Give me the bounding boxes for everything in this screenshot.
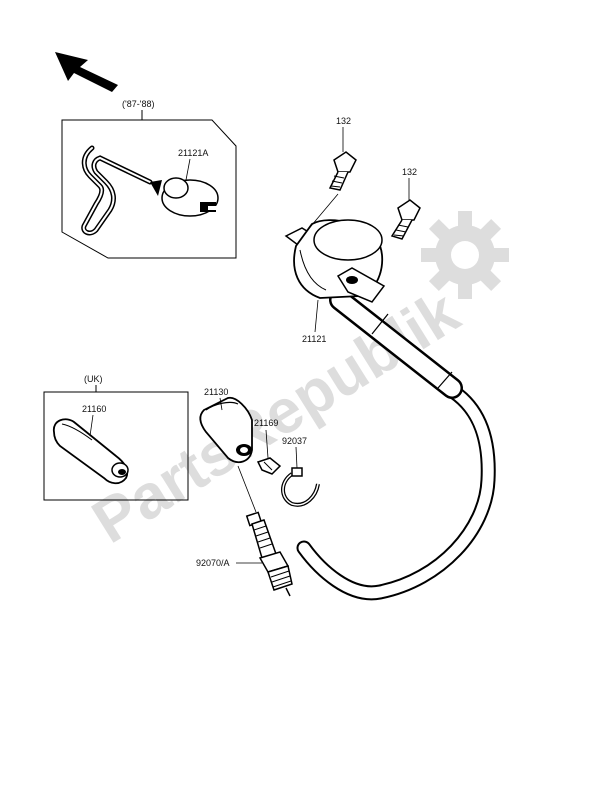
part-label-92070a: 92070/A — [196, 558, 230, 568]
part-label-21121a: 21121A — [178, 148, 208, 158]
inset-87-88-caption: ('87-'88) — [122, 99, 154, 109]
ignition-coil-21121a-icon — [81, 145, 219, 236]
part-label-132-a: 132 — [336, 116, 351, 126]
clamp-92037-icon — [281, 467, 320, 507]
inset-uk-frame — [43, 391, 189, 501]
part-label-92037: 92037 — [282, 436, 307, 446]
part-label-21121: 21121 — [302, 334, 326, 344]
bolt-132-b: 132 — [390, 167, 421, 240]
spark-plug-cap-21130-icon — [199, 396, 253, 464]
inset-87-88: ('87-'88) 21121A — [61, 99, 237, 259]
front-direction-arrow-icon — [55, 52, 118, 92]
spark-plug-92070a-icon — [237, 465, 293, 597]
part-label-21169: 21169 — [254, 418, 278, 428]
inset-87-88-frame — [61, 119, 237, 259]
part-label-132-b: 132 — [402, 167, 417, 177]
inset-uk-caption: (UK) — [84, 374, 103, 384]
clip-21169-icon — [256, 457, 282, 475]
bolt-132-a: 132 — [328, 116, 357, 191]
part-label-21130: 21130 — [204, 387, 228, 397]
inset-uk: (UK) 21160 — [43, 374, 189, 501]
spark-plug-cap-21160-icon — [53, 418, 129, 485]
gear-icon — [421, 211, 509, 299]
part-label-21160: 21160 — [82, 404, 106, 414]
ignition-coil-21121-icon — [284, 193, 496, 601]
